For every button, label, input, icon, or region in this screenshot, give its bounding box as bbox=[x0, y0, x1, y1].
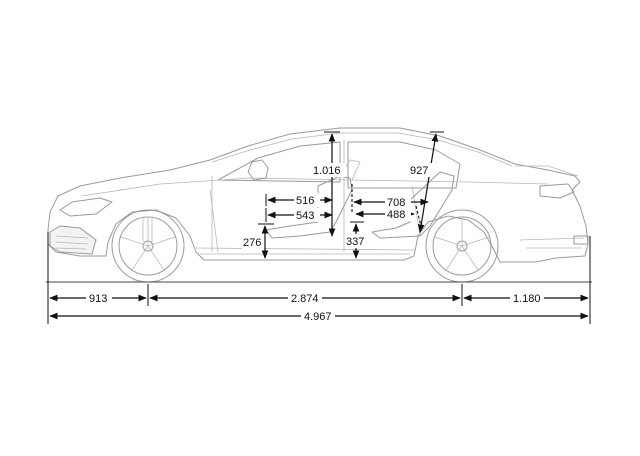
front-wheel bbox=[111, 209, 185, 283]
label-front-overhang: 913 bbox=[89, 293, 107, 305]
extension-lines bbox=[47, 232, 591, 324]
label-rear-headroom: 927 bbox=[410, 165, 428, 177]
label-front-legroom-a: 516 bbox=[296, 195, 314, 207]
label-front-seat-height: 276 bbox=[243, 237, 261, 249]
label-rear-overhang: 1.180 bbox=[513, 293, 541, 305]
label-overall-length: 4.967 bbox=[304, 311, 332, 323]
dim-front-headroom bbox=[324, 131, 340, 237]
label-rear-legroom-b: 488 bbox=[387, 209, 405, 221]
seat-rear bbox=[371, 171, 455, 239]
label-front-headroom: 1.016 bbox=[313, 165, 341, 177]
label-rear-seat-height: 337 bbox=[346, 236, 364, 248]
dim-rear-headroom bbox=[417, 131, 444, 233]
label-wheelbase: 2.874 bbox=[291, 293, 319, 305]
dim-front-seat-height bbox=[258, 223, 274, 259]
rear-wheel bbox=[425, 209, 499, 283]
label-front-legroom-b: 543 bbox=[296, 210, 314, 222]
label-rear-legroom-a: 708 bbox=[387, 197, 405, 209]
car-body-outline bbox=[47, 127, 589, 263]
